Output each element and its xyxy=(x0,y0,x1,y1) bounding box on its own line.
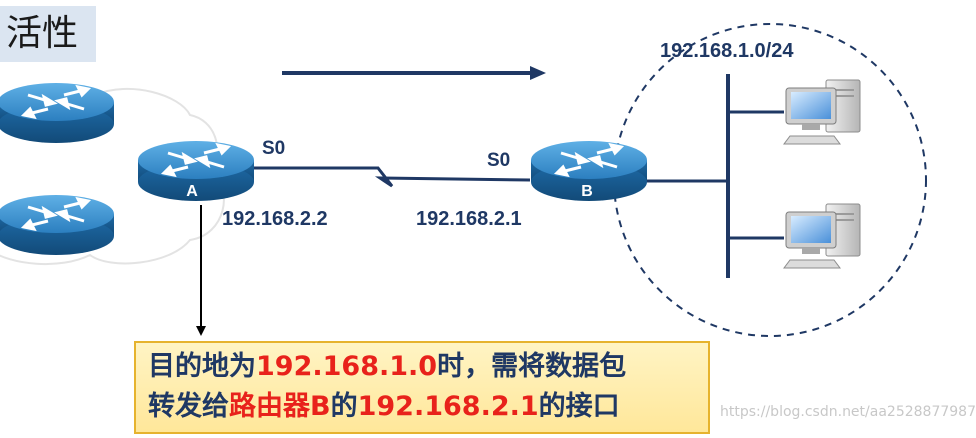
callout-router: 路由器B xyxy=(229,391,331,422)
router-b-interface-label: S0 xyxy=(487,150,511,171)
pc-icon xyxy=(783,79,861,145)
callout-text: 目的地为 xyxy=(148,351,256,382)
router-icon xyxy=(0,81,116,145)
router-b-name: B xyxy=(581,183,593,200)
pc-icon xyxy=(783,203,861,269)
callout-next-hop: 192.168.2.1 xyxy=(357,391,539,422)
arrow-right-icon xyxy=(282,66,546,80)
router-a-name: A xyxy=(186,183,198,200)
serial-link xyxy=(250,166,531,188)
router-b-ip-label: 192.168.2.1 xyxy=(416,208,522,230)
callout-line-2: 转发给路由器B的192.168.2.1的接口 xyxy=(148,387,698,427)
callout-text: 时，需将数据包 xyxy=(437,351,627,382)
router-icon xyxy=(0,193,116,257)
router-a-ip-label: 192.168.2.2 xyxy=(222,208,328,230)
watermark: https://blog.csdn.net/aa2528877987 xyxy=(720,404,976,420)
callout-destination: 192.168.1.0 xyxy=(256,351,438,382)
callout-text: 的 xyxy=(330,391,358,422)
slide-title: 活性 xyxy=(0,6,96,62)
network-label: 192.168.1.0/24 xyxy=(660,40,794,62)
callout-line-1: 目的地为192.168.1.0时，需将数据包 xyxy=(148,347,698,387)
callout-text: 的接口 xyxy=(538,391,620,422)
routing-explanation-callout: 目的地为192.168.1.0时，需将数据包 转发给路由器B的192.168.2… xyxy=(134,341,710,434)
subnet-boundary xyxy=(613,23,927,337)
router-a-interface-label: S0 xyxy=(262,138,286,159)
arrow-down-icon xyxy=(196,205,206,336)
callout-text: 转发给 xyxy=(148,391,229,422)
